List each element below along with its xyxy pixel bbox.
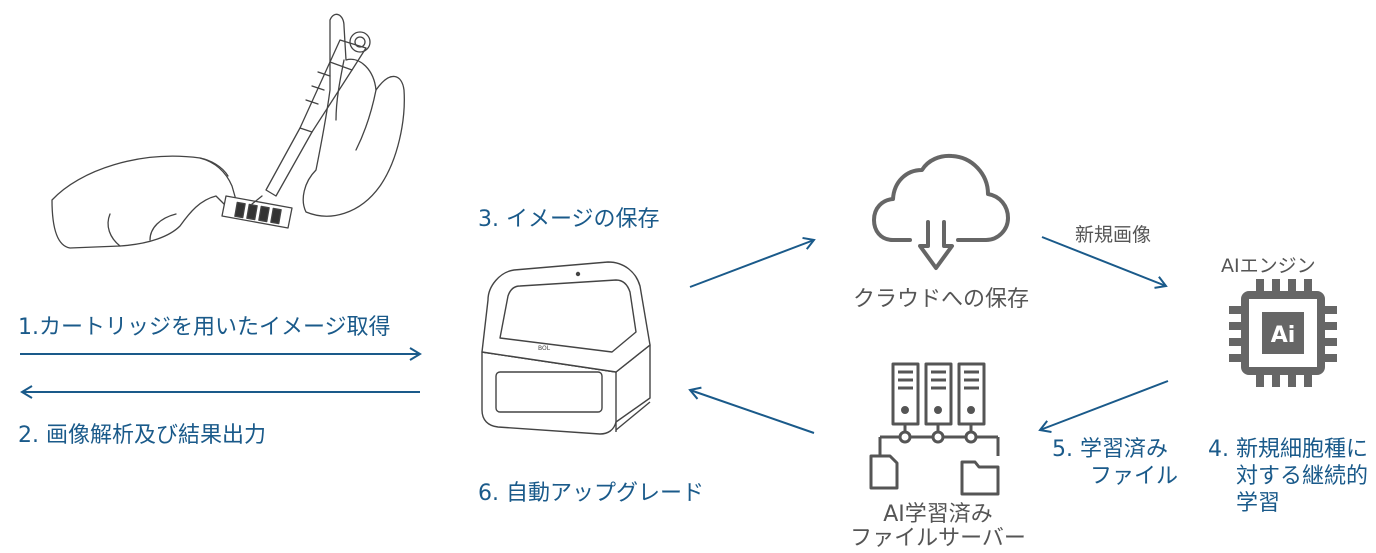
analyzer-device-illustration: BOL [481,261,651,435]
step5-label-line2: ファイル [1090,464,1179,489]
arrow-to-ai [1041,236,1168,289]
device-brand: BOL [538,345,551,352]
arrow-to-cloud [689,236,816,288]
server-label-line2: ファイルサーバー [850,526,1026,551]
step2-label: 2. 画像解析及び結果出力 [18,423,266,448]
cartridge-strip [221,195,293,229]
new-image-label: 新規画像 [1075,224,1152,246]
step4-label-line1: 4. 新規細胞種に [1208,437,1368,462]
ai-engine-label: AIエンジン [1221,255,1316,277]
step4-label-line2: 対する継続的 [1236,464,1369,489]
arrow-to-server [1038,380,1169,434]
step4-label-line3: 学習 [1236,491,1281,516]
step6-label: 6. 自動アップグレード [478,481,704,506]
arrow-upgrade [688,386,815,434]
server-label-line1: AI学習済み [883,502,993,527]
cloud-label: クラウドへの保存 [853,287,1030,312]
cloud-download-icon [872,153,1010,270]
step1-label: 1.カートリッジを用いたイメージ取得 [18,315,391,340]
step5-label-line1: 5. 学習済み [1052,437,1168,462]
step3-label: 3. イメージの保存 [478,207,660,232]
file-server-icon [869,362,1000,496]
pipette-hands-illustration [51,13,405,249]
ai-chip-icon: Ai [1229,279,1337,387]
ai-chip-text: Ai [1271,323,1296,348]
